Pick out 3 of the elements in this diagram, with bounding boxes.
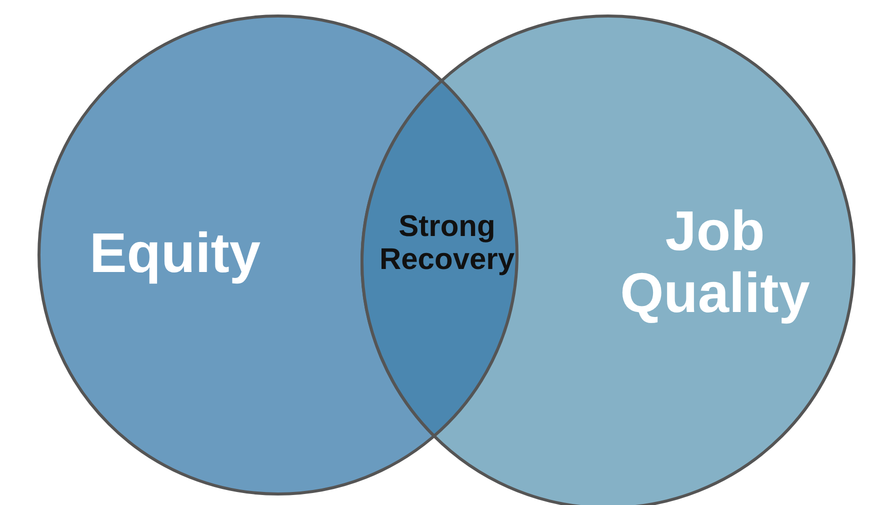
overlap-label: Strong Recovery bbox=[378, 210, 516, 276]
circle-label: Job Quality bbox=[619, 200, 811, 324]
circle-label: Equity bbox=[88, 222, 262, 284]
